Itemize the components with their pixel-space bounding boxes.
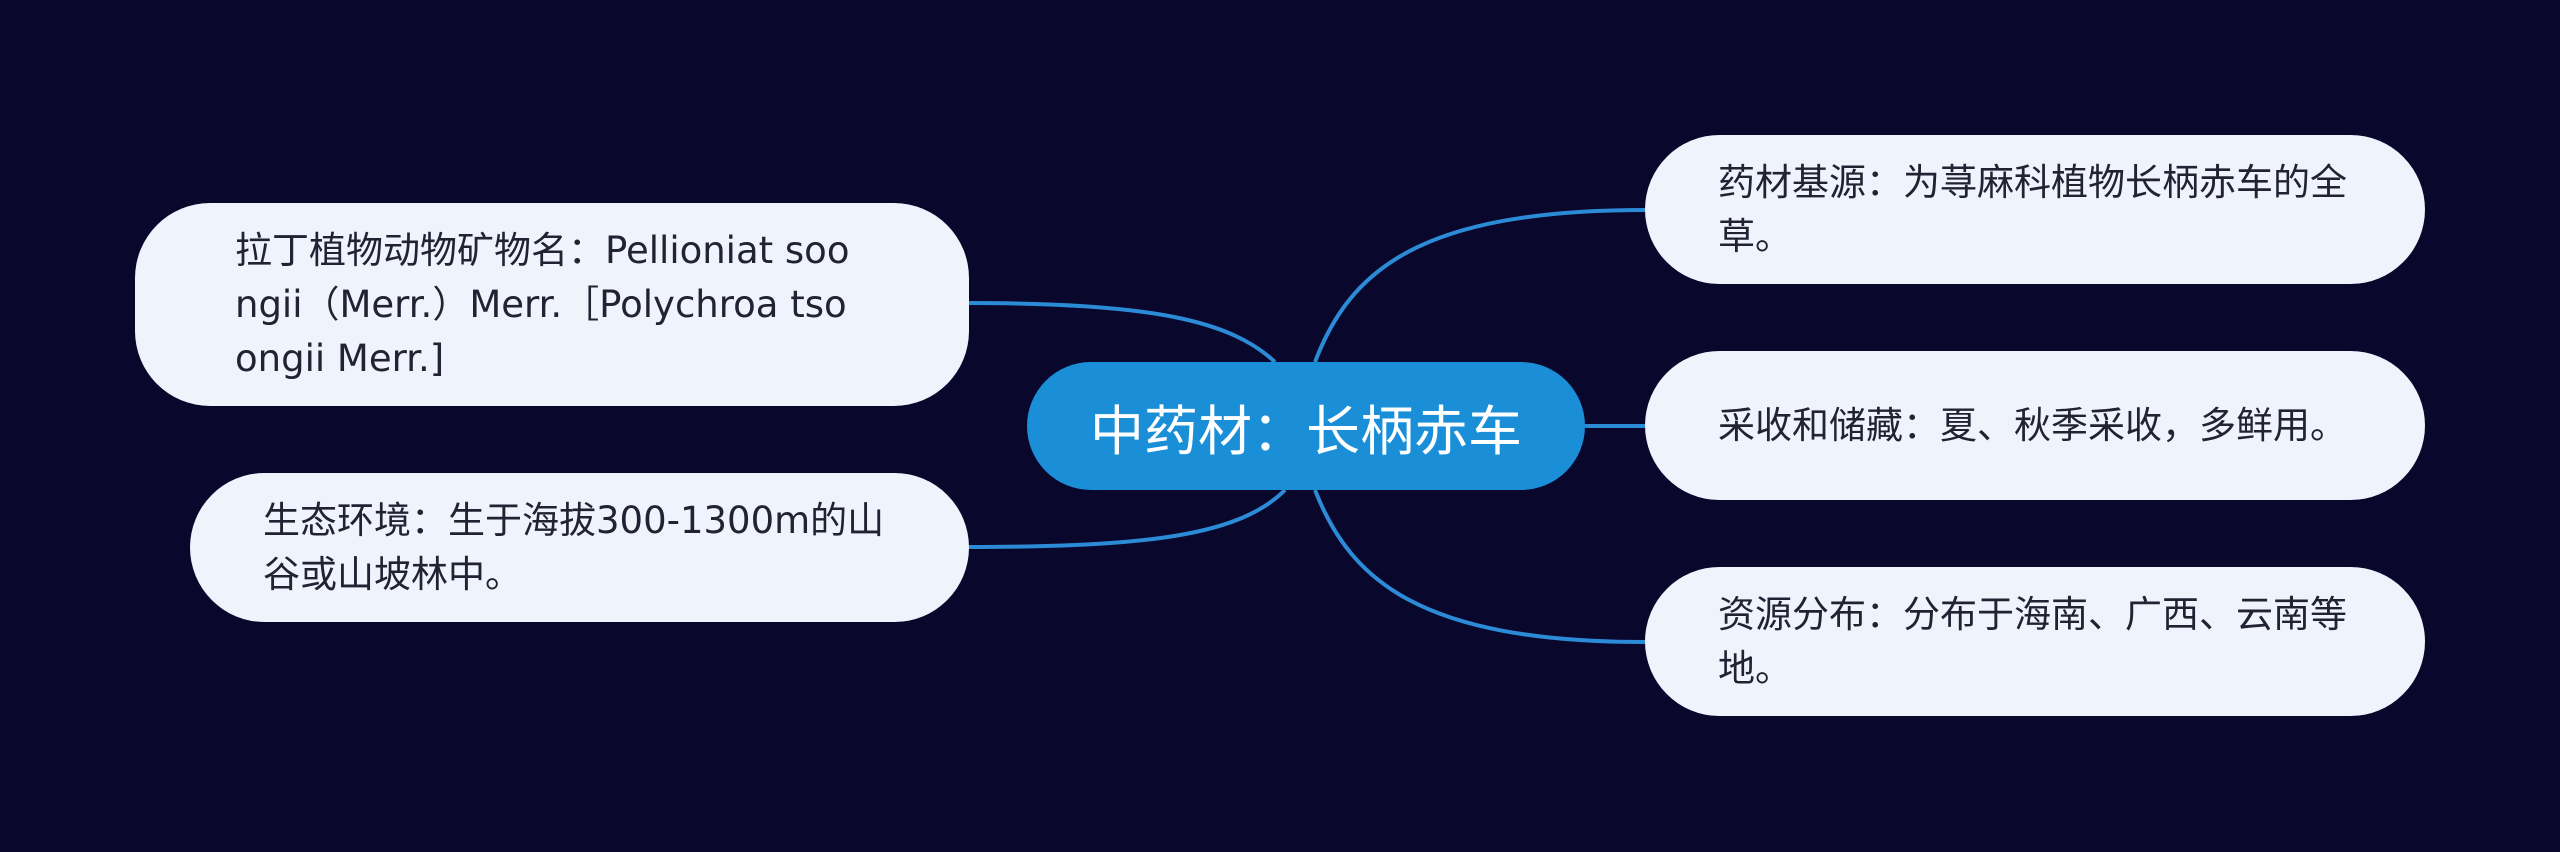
topic-medicinal-source[interactable]: 药材基源：为荨麻科植物长柄赤车的全草。 — [1645, 135, 2425, 284]
central-topic-label: 中药材：长柄赤车 — [1090, 399, 1522, 463]
topic-ecological-environment[interactable]: 生态环境：生于海拔300-1300m的山谷或山坡林中。 — [190, 473, 969, 622]
connector-env — [968, 488, 1287, 549]
topic-medicinal-source-label: 药材基源：为荨麻科植物长柄赤车的全草。 — [1718, 160, 2347, 258]
connector-latin — [968, 301, 1277, 364]
topic-latin-name-label: 拉丁植物动物矿物名：Pellioniat soongii（Merr.）Merr.… — [235, 228, 850, 380]
topic-resource-distribution-label: 资源分布：分布于海南、广西、云南等地。 — [1718, 592, 2347, 690]
topic-harvest-storage-label: 采收和储藏：夏、秋季采收，多鲜用。 — [1718, 403, 2347, 447]
topic-resource-distribution[interactable]: 资源分布：分布于海南、广西、云南等地。 — [1645, 567, 2425, 716]
connector-source — [1313, 208, 1646, 363]
topic-harvest-storage[interactable]: 采收和储藏：夏、秋季采收，多鲜用。 — [1645, 351, 2425, 500]
central-topic[interactable]: 中药材：长柄赤车 — [1027, 362, 1585, 490]
topic-ecological-environment-label: 生态环境：生于海拔300-1300m的山谷或山坡林中。 — [263, 498, 885, 596]
topic-latin-name[interactable]: 拉丁植物动物矿物名：Pellioniat soongii（Merr.）Merr.… — [135, 203, 969, 406]
connector-dist — [1313, 489, 1646, 644]
